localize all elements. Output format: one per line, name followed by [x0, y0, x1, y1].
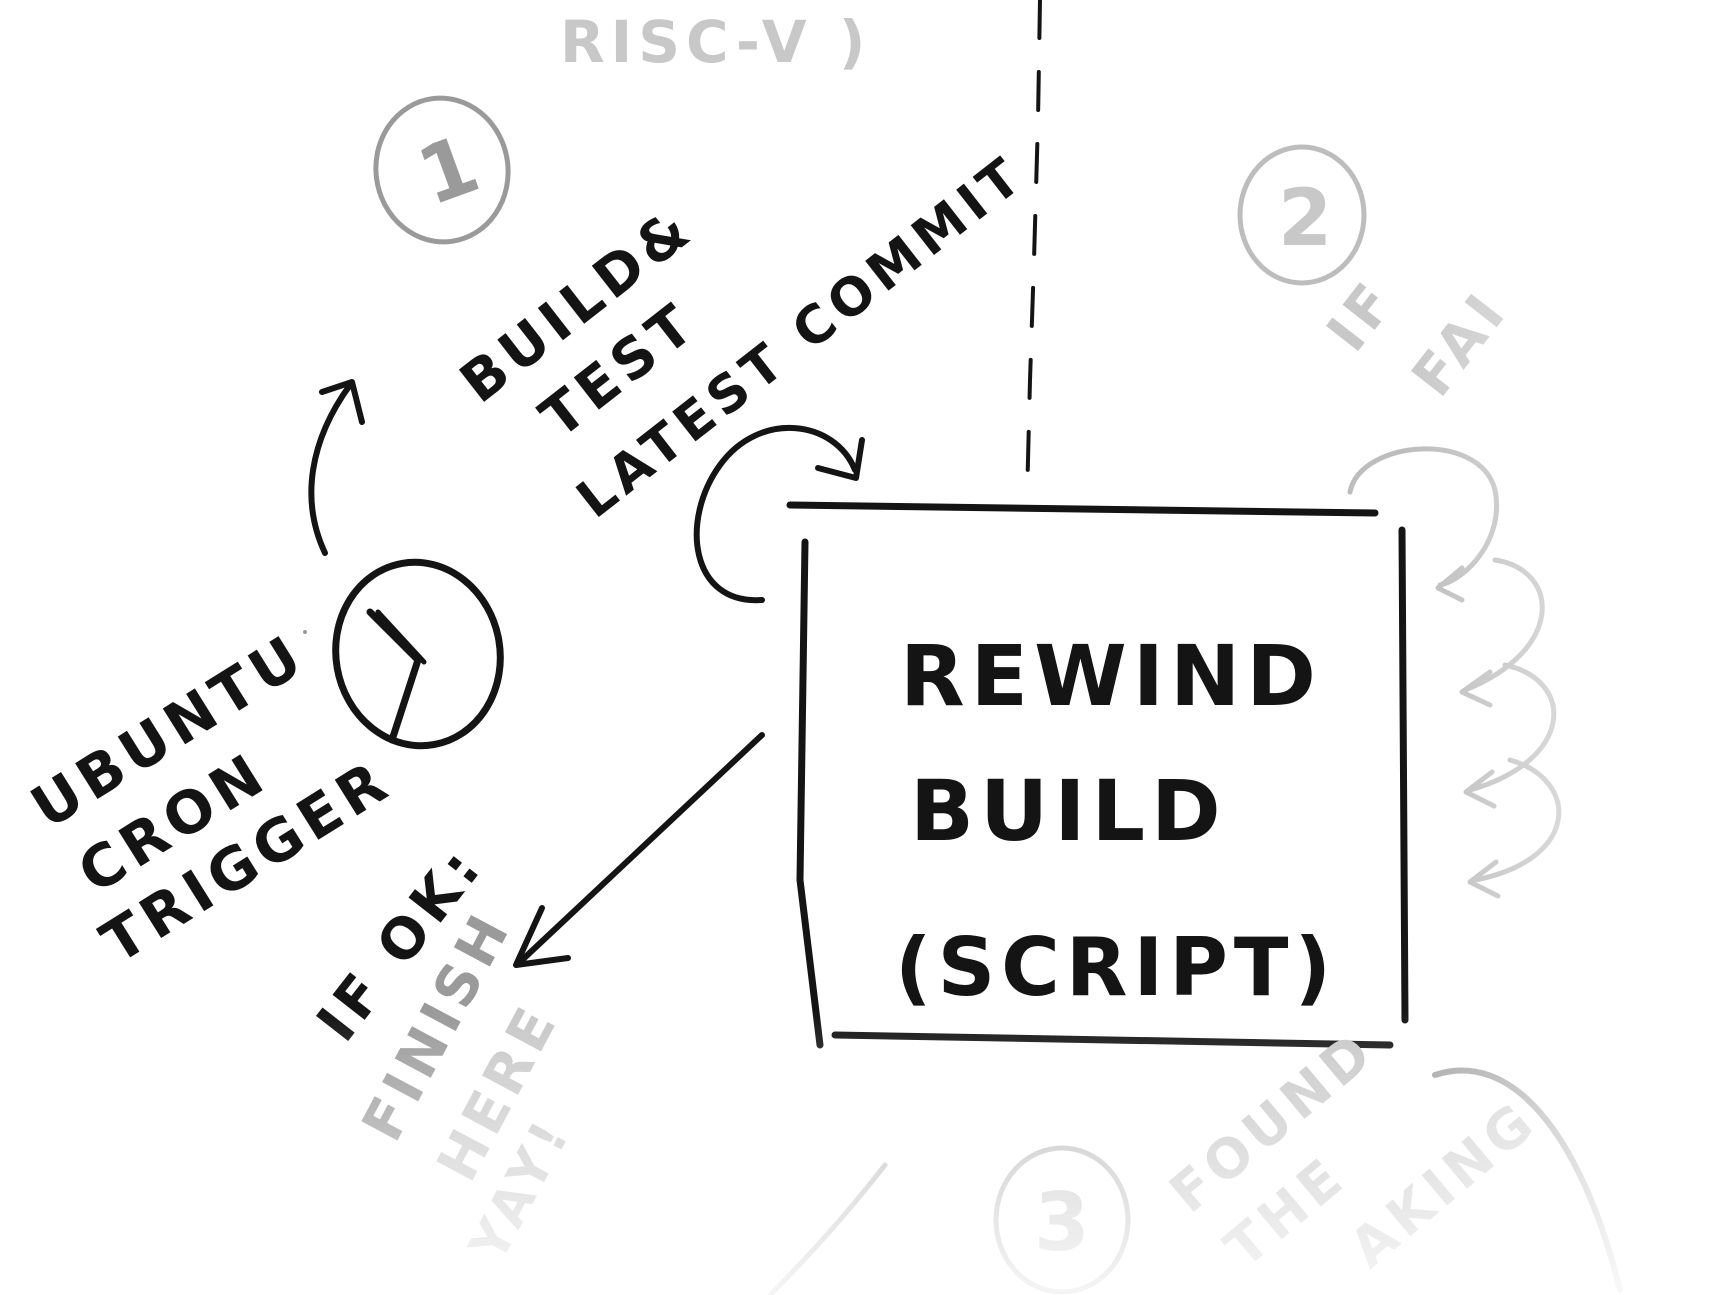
step-2-marker: 2 — [1237, 144, 1367, 286]
dashed-divider — [1025, 0, 1042, 502]
step-1-number: 1 — [406, 115, 496, 223]
found-label: FOUND THE AKING — [1158, 1018, 1550, 1280]
loop-arrow-icon — [693, 424, 865, 604]
bottom-left-curve — [767, 1162, 888, 1295]
clock-icon — [332, 558, 504, 750]
build-test-label: BUILD& TEST LATEST COMMIT — [449, 144, 1037, 530]
step-3-number: 3 — [1034, 1176, 1096, 1269]
found-line-3: AKING — [1338, 1088, 1550, 1280]
trigger-arrow — [308, 379, 365, 556]
ok-label: IF OK: FINISH HERE YAY! — [305, 834, 584, 1272]
step-2-number: 2 — [1278, 174, 1338, 264]
fail-line-2: FAI — [1400, 279, 1521, 409]
retry-arrows — [1347, 446, 1562, 899]
step-1-marker: 1 — [373, 95, 511, 245]
rewind-build-box: REWIND BUILD (SCRIPT) — [786, 501, 1409, 1049]
fail-label: IF FAI — [1315, 268, 1521, 409]
top-partial-label: RISC-V ) — [560, 8, 871, 76]
box-line-2: BUILD — [910, 762, 1227, 860]
step-3-marker: 3 — [993, 1145, 1131, 1295]
box-line-1: REWIND — [900, 627, 1322, 725]
box-line-3: (SCRIPT) — [895, 921, 1337, 1014]
stray-dot — [303, 630, 307, 634]
cron-label: UBUNTU CRON TRIGGER — [19, 620, 403, 977]
ok-arrow — [513, 732, 765, 968]
fail-line-1: IF — [1315, 268, 1410, 364]
